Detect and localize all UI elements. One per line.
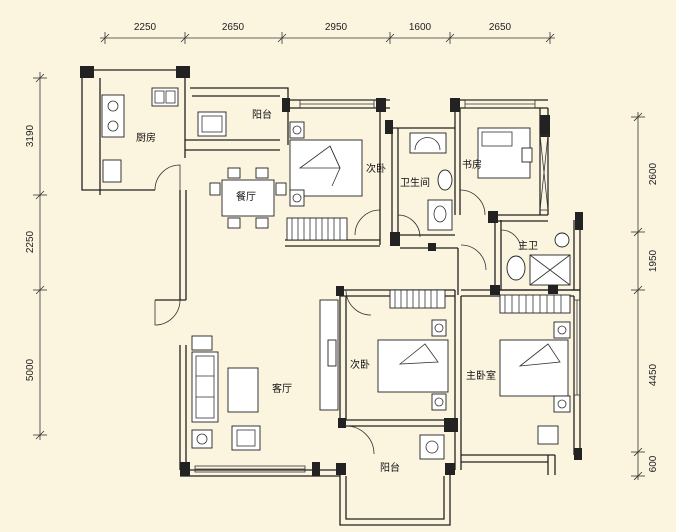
label-living: 客厅 — [272, 382, 292, 395]
bathroom-fixtures — [409, 132, 453, 231]
windows — [194, 99, 581, 473]
kitchen-fixtures — [101, 87, 179, 183]
label-master-bath: 主卫 — [518, 240, 538, 252]
bed-mid — [377, 319, 449, 411]
master-bed — [499, 321, 571, 445]
dim-top-2: 2650 — [222, 22, 245, 33]
dim-right-1: 2600 — [648, 162, 659, 185]
armchair — [231, 425, 261, 451]
dim-top-1: 2250 — [134, 22, 157, 33]
doors — [154, 164, 522, 455]
label-dining: 餐厅 — [236, 190, 256, 203]
dim-top-4: 1600 — [409, 22, 432, 33]
dim-right-3: 4450 — [648, 363, 659, 386]
heater-strips — [286, 217, 571, 314]
label-study: 书房 — [462, 158, 482, 171]
left-dimension-line: 3190 2250 5000 — [25, 72, 47, 440]
wall-blocks — [80, 66, 583, 476]
washing-machine — [197, 111, 227, 137]
master-bath-fixtures — [506, 232, 571, 286]
dim-top-5: 2650 — [489, 22, 512, 33]
dim-left-3: 5000 — [25, 358, 36, 381]
sofa — [191, 335, 219, 449]
dim-left-2: 2250 — [25, 230, 36, 253]
bed-top — [289, 121, 363, 207]
balcony-washer — [419, 434, 445, 460]
dining-table — [209, 167, 287, 229]
room-labels: 厨房 阳台 餐厅 次卧 卫生间 书房 主卫 客厅 次卧 主卧室 阳台 — [136, 108, 538, 474]
dim-left-1: 3190 — [25, 124, 36, 147]
label-balcony-top: 阳台 — [252, 108, 272, 121]
label-bathroom: 卫生间 — [400, 176, 430, 189]
dim-right-2: 1950 — [648, 249, 659, 272]
dim-top-3: 2950 — [325, 22, 348, 33]
dim-right-4: 600 — [648, 455, 659, 472]
coffee-table — [227, 367, 259, 413]
label-bedroom-top: 次卧 — [366, 162, 386, 175]
tv-cabinet — [319, 299, 339, 411]
label-master-bedroom: 主卧室 — [466, 369, 496, 382]
study-desk — [477, 127, 533, 179]
label-kitchen: 厨房 — [136, 131, 156, 144]
right-dimension-line: 2600 1950 4450 600 — [631, 112, 659, 481]
label-bedroom-mid: 次卧 — [350, 358, 370, 371]
label-balcony-bottom: 阳台 — [380, 461, 400, 474]
top-dimension-line: 2250 2650 2950 1600 2650 — [100, 22, 555, 44]
